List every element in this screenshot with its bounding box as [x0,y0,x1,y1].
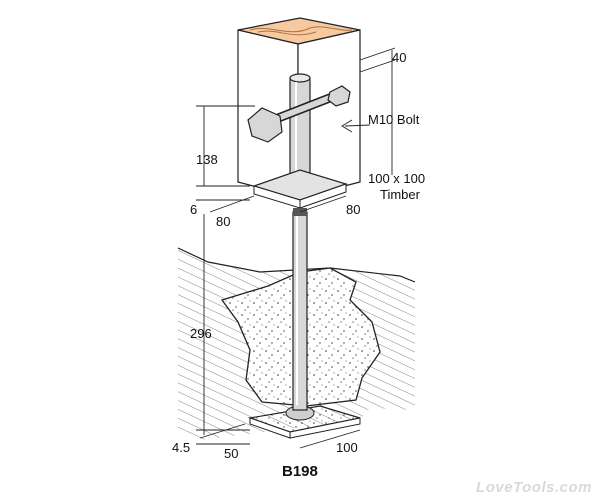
watermark: LoveTools.com [476,479,592,496]
timber-size-label: 100 x 100 [368,171,425,186]
base-thickness-label: 4.5 [172,440,190,455]
plate-thickness-label: 6 [190,202,197,217]
product-code: B198 [282,463,318,480]
height-above-label: 138 [196,152,218,167]
dimension-lines [196,47,396,449]
base-width-label: 50 [224,446,238,461]
dimension-offset-label: 40 [392,50,406,65]
m10-bolt [247,85,351,143]
anchor-shaft-lower [292,211,308,411]
plate-right-label: 80 [346,202,360,217]
bolt-label: M10 Bolt [368,112,420,127]
base-length-label: 100 [336,440,358,455]
plate-left-label: 80 [216,214,230,229]
embed-depth-label: 296 [190,326,212,341]
timber-word-label: Timber [380,187,421,202]
